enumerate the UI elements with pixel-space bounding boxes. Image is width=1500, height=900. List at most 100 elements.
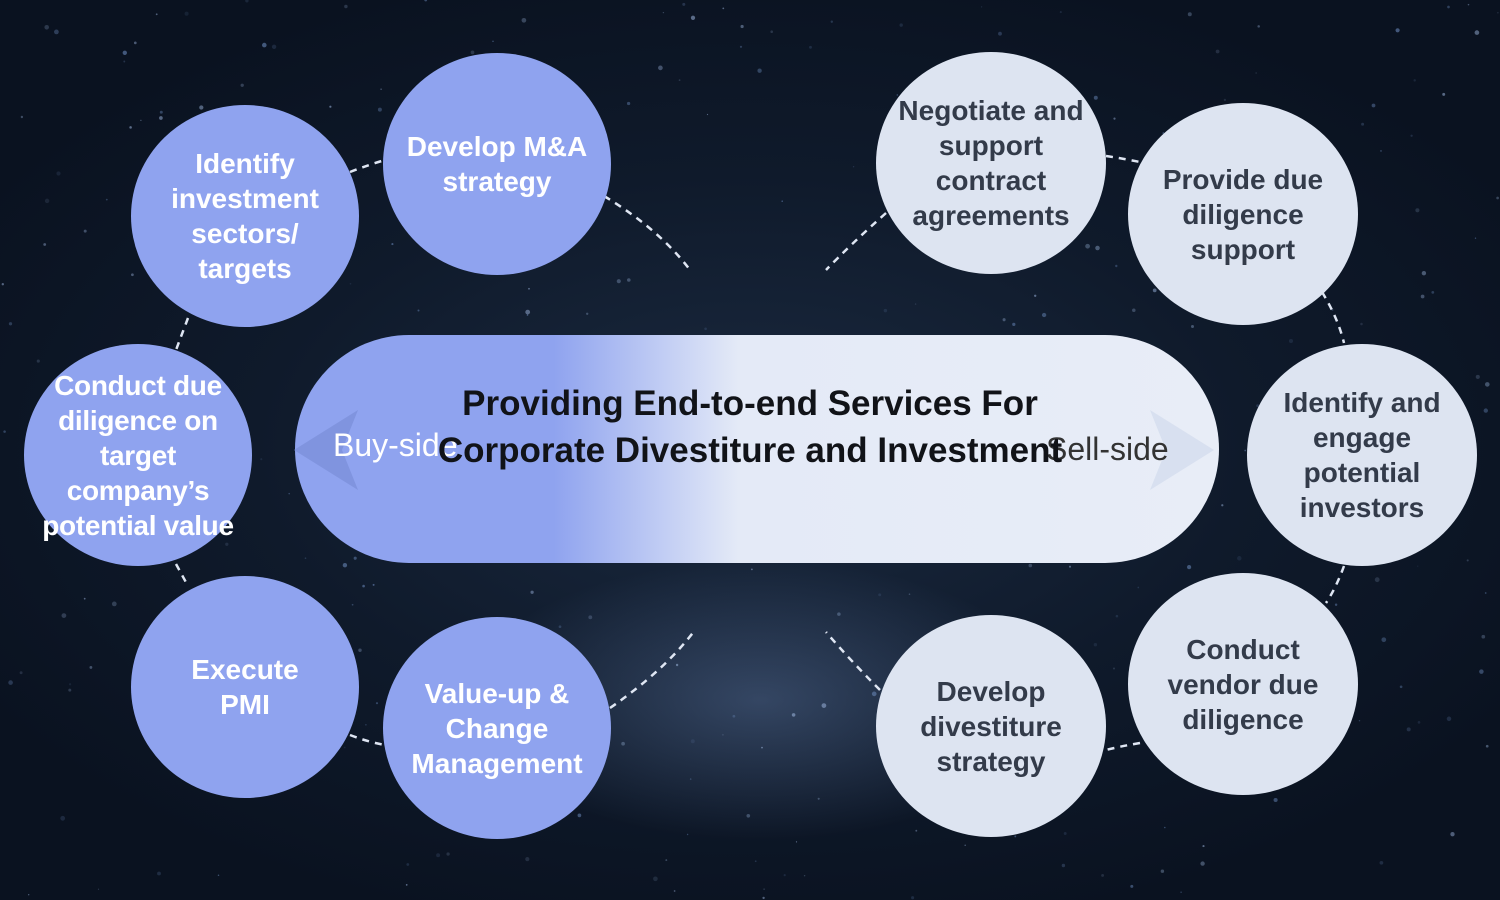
background-dot bbox=[380, 88, 382, 90]
background-dot bbox=[721, 733, 724, 736]
background-dot bbox=[1014, 835, 1017, 838]
background-dot bbox=[1334, 603, 1338, 607]
buy-side-label: Buy-side bbox=[333, 427, 458, 463]
background-dot bbox=[1474, 237, 1477, 239]
buy-step-develop-strategy: Develop M&A strategy bbox=[383, 53, 611, 275]
buy-step-conduct-due-diligence: Conduct due diligence on target company’… bbox=[24, 344, 252, 566]
background-dot bbox=[1215, 49, 1220, 54]
background-dot bbox=[1221, 504, 1224, 507]
connector-identify-to-vendor bbox=[1324, 565, 1346, 604]
buy-step-value-up: Value-up & Change Management bbox=[383, 617, 611, 839]
background-dot bbox=[436, 853, 441, 858]
background-dot bbox=[358, 648, 362, 652]
background-dot bbox=[405, 884, 408, 886]
background-dot bbox=[1034, 294, 1037, 297]
background-dot bbox=[129, 126, 132, 129]
background-dot bbox=[44, 198, 50, 204]
background-dot bbox=[964, 844, 966, 846]
background-dot bbox=[1381, 637, 1387, 643]
background-dot bbox=[260, 458, 263, 461]
background-dot bbox=[689, 778, 692, 780]
background-dot bbox=[1474, 30, 1480, 35]
background-dot bbox=[871, 691, 877, 697]
background-dot bbox=[980, 6, 983, 8]
background-dot bbox=[1374, 577, 1380, 583]
background-dot bbox=[1475, 374, 1480, 379]
background-dot bbox=[372, 583, 375, 586]
background-dot bbox=[1446, 716, 1452, 722]
background-dot bbox=[1484, 382, 1490, 387]
background-dot bbox=[131, 273, 134, 277]
background-dot bbox=[140, 119, 142, 122]
background-dot bbox=[1431, 291, 1435, 294]
sell-step-label: Conduct vendor due diligence bbox=[1167, 633, 1319, 735]
background-dot bbox=[1466, 559, 1469, 562]
background-dot bbox=[1101, 873, 1105, 877]
background-dot bbox=[791, 713, 796, 717]
background-dot bbox=[690, 15, 696, 20]
background-dot bbox=[362, 584, 365, 588]
sell-step-develop-divestiture: Develop divestiture strategy bbox=[876, 615, 1106, 837]
background-dot bbox=[706, 113, 709, 116]
background-dot bbox=[1115, 614, 1119, 618]
sell-step-identify-investors: Identify and engage potential investors bbox=[1247, 344, 1477, 566]
background-dot bbox=[1406, 727, 1411, 732]
background-dot bbox=[896, 94, 899, 96]
background-dot bbox=[1497, 12, 1499, 14]
background-dot bbox=[353, 556, 357, 560]
background-dot bbox=[105, 198, 108, 201]
background-dot bbox=[133, 41, 137, 45]
sell-step-label: Provide due diligence support bbox=[1162, 163, 1324, 265]
background-dot bbox=[803, 874, 806, 877]
background-dot bbox=[1496, 196, 1499, 200]
background-dot bbox=[837, 612, 841, 616]
background-dot bbox=[1361, 122, 1365, 126]
background-dot bbox=[1413, 79, 1416, 82]
background-dot bbox=[1012, 322, 1016, 327]
background-dot bbox=[525, 857, 530, 862]
background-dot bbox=[20, 115, 24, 119]
background-dot bbox=[586, 312, 589, 315]
background-dot bbox=[678, 79, 681, 81]
background-dot bbox=[54, 29, 59, 35]
background-dot bbox=[446, 852, 450, 856]
background-dot bbox=[1479, 669, 1484, 674]
background-dot bbox=[1164, 826, 1166, 829]
background-dot bbox=[653, 876, 658, 882]
background-dot bbox=[722, 7, 725, 10]
background-dot bbox=[1371, 103, 1376, 108]
background-dot bbox=[68, 688, 72, 692]
background-dot bbox=[1379, 860, 1384, 865]
background-dot bbox=[8, 680, 13, 685]
background-dot bbox=[626, 101, 631, 106]
background-dot bbox=[675, 663, 679, 667]
background-dot bbox=[1273, 797, 1278, 803]
right-arrow-icon bbox=[1150, 410, 1214, 490]
background-dot bbox=[1180, 891, 1182, 894]
background-dot bbox=[28, 894, 30, 896]
background-dot bbox=[1113, 667, 1115, 670]
connector-develop-to-center bbox=[603, 194, 691, 271]
background-dot bbox=[914, 303, 917, 305]
background-dot bbox=[199, 105, 204, 110]
background-dot bbox=[1160, 869, 1165, 873]
background-dot bbox=[1481, 634, 1486, 639]
background-dot bbox=[673, 890, 676, 892]
background-dot bbox=[781, 200, 783, 202]
background-dot bbox=[1187, 12, 1192, 17]
background-dot bbox=[746, 813, 751, 818]
background-dot bbox=[621, 741, 625, 746]
background-dot bbox=[616, 279, 621, 284]
background-dot bbox=[1187, 565, 1192, 570]
background-dot bbox=[899, 23, 903, 27]
background-dot bbox=[157, 871, 161, 876]
background-dot bbox=[1331, 308, 1334, 312]
connector-negotiate-to-center bbox=[825, 212, 887, 271]
background-dot bbox=[852, 166, 855, 168]
background-dot bbox=[658, 65, 663, 71]
background-dot bbox=[44, 25, 49, 30]
background-dot bbox=[686, 833, 689, 836]
background-dot bbox=[375, 702, 379, 705]
